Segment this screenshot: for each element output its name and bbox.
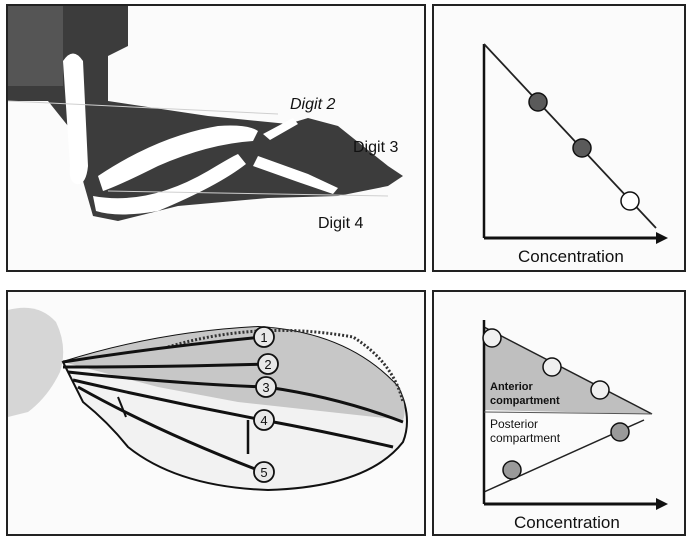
anterior-label-line2: compartment <box>490 395 560 407</box>
svg-text:5: 5 <box>260 465 267 480</box>
wing-illustration: 1 2 3 4 5 <box>8 292 424 534</box>
wing-panel: 1 2 3 4 5 <box>6 290 426 536</box>
vein-marker-3: 3 <box>256 377 276 397</box>
svg-text:2: 2 <box>264 357 271 372</box>
data-point <box>529 93 547 111</box>
hand <box>8 308 63 417</box>
anterior-point <box>591 381 609 399</box>
anterior-point <box>543 358 561 376</box>
gradient-bottom-panel: Anterior compartment Posterior compartme… <box>432 290 686 536</box>
gradient-top-panel: Concentration <box>432 4 686 272</box>
vein-marker-2: 2 <box>258 354 278 374</box>
data-point <box>621 192 639 210</box>
svg-text:4: 4 <box>260 413 267 428</box>
x-axis-label: Concentration <box>518 247 624 266</box>
gradient-top-plot: Concentration <box>434 6 684 270</box>
posterior-point <box>503 461 521 479</box>
x-axis-arrow <box>656 232 668 244</box>
limb-illustration: Digit 2 Digit 3 Digit 4 <box>8 6 424 270</box>
digit2-label: Digit 2 <box>290 96 335 113</box>
posterior-label-line1: Posterior <box>490 417 538 431</box>
vein-marker-1: 1 <box>254 327 274 347</box>
x-axis-label: Concentration <box>514 513 620 532</box>
digit4-label: Digit 4 <box>318 215 363 232</box>
limb-panel: Digit 2 Digit 3 Digit 4 <box>6 4 426 272</box>
limb-shadow <box>8 6 63 86</box>
svg-text:1: 1 <box>260 330 267 345</box>
gradient-bottom-plot: Anterior compartment Posterior compartme… <box>434 292 684 534</box>
posterior-point <box>611 423 629 441</box>
anterior-label-line1: Anterior <box>490 381 534 393</box>
svg-text:3: 3 <box>262 380 269 395</box>
vein-marker-4: 4 <box>254 410 274 430</box>
posterior-label-line2: compartment <box>490 431 561 445</box>
digit3-label: Digit 3 <box>353 139 398 156</box>
data-point <box>573 139 591 157</box>
anterior-point <box>483 329 501 347</box>
vein-marker-5: 5 <box>254 462 274 482</box>
x-axis-arrow <box>656 498 668 510</box>
